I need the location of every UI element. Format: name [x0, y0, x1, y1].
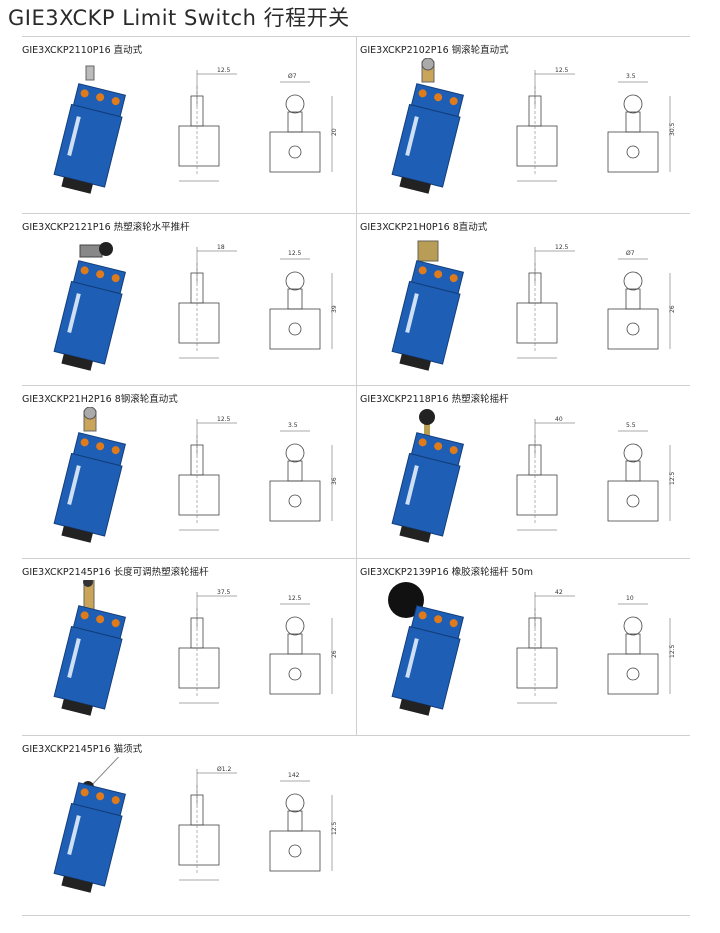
product-panel: GIE3XCKP2145P16 猫须式 Ø1.2 142 12.5 — [22, 737, 355, 902]
product-panel: GIE3XCKP2110P16 直动式 12.5 Ø7 20 — [22, 38, 355, 203]
svg-text:36: 36 — [331, 477, 338, 485]
svg-text:Ø1.2: Ø1.2 — [217, 766, 231, 773]
side-view-drawing: 12.5 — [157, 66, 247, 191]
front-view-drawing: 3.5 36 — [250, 415, 355, 540]
front-view-drawing: Ø7 20 — [250, 66, 355, 191]
limit-switch-photo — [28, 235, 150, 375]
svg-text:30.5: 30.5 — [669, 122, 676, 136]
front-view-drawing: Ø7 26 — [588, 243, 693, 368]
side-view-drawing: 37.5 — [157, 588, 247, 713]
product-panel: GIE3XCKP2139P16 橡胶滚轮摇杆 50m 42 10 12.5 — [360, 560, 693, 725]
svg-text:12.5: 12.5 — [217, 67, 231, 74]
product-model-label: GIE3XCKP2145P16 猫须式 — [22, 744, 143, 755]
svg-text:12.5: 12.5 — [288, 595, 302, 602]
side-view-drawing: Ø1.2 — [157, 765, 247, 890]
svg-text:12.5: 12.5 — [555, 67, 569, 74]
front-view-drawing: 3.5 30.5 — [588, 66, 693, 191]
product-panel: GIE3XCKP2145P16 长度可调热塑滚轮摇杆 37.5 12.5 26 — [22, 560, 355, 725]
svg-text:3.5: 3.5 — [626, 73, 636, 80]
column-divider — [356, 36, 357, 736]
front-view-drawing: 12.5 26 — [250, 588, 355, 713]
product-panel: GIE3XCKP2118P16 热塑滚轮摇杆 40 5.5 12.5 — [360, 387, 693, 552]
limit-switch-photo — [28, 406, 150, 547]
svg-text:12.5: 12.5 — [669, 471, 676, 485]
svg-text:12.5: 12.5 — [555, 244, 569, 251]
front-view-drawing: 5.5 12.5 — [588, 415, 693, 540]
front-view-drawing: 12.5 39 — [250, 243, 355, 368]
product-model-label: GIE3XCKP21H0P16 8直动式 — [360, 222, 488, 233]
svg-text:12.5: 12.5 — [217, 416, 231, 423]
svg-text:12.5: 12.5 — [288, 250, 302, 257]
product-panel: GIE3XCKP2121P16 热塑滚轮水平推杆 18 12.5 39 — [22, 215, 355, 380]
product-model-label: GIE3XCKP2118P16 热塑滚轮摇杆 — [360, 394, 509, 405]
limit-switch-photo — [28, 577, 150, 720]
svg-text:20: 20 — [331, 128, 338, 136]
svg-text:12.5: 12.5 — [331, 821, 338, 835]
divider — [22, 915, 690, 916]
svg-text:37.5: 37.5 — [217, 589, 231, 596]
side-view-drawing: 42 — [495, 588, 585, 713]
limit-switch-photo — [28, 746, 150, 897]
side-view-drawing: 12.5 — [495, 243, 585, 368]
side-view-drawing: 18 — [157, 243, 247, 368]
page-title: GIE3XCKP Limit Switch 行程开关 — [8, 6, 350, 30]
side-view-drawing: 12.5 — [495, 66, 585, 191]
limit-switch-photo — [366, 580, 488, 720]
svg-text:5.5: 5.5 — [626, 422, 636, 429]
svg-text:3.5: 3.5 — [288, 422, 298, 429]
product-model-label: GIE3XCKP2102P16 钢滚轮直动式 — [360, 45, 509, 56]
product-model-label: GIE3XCKP2145P16 长度可调热塑滚轮摇杆 — [22, 567, 209, 578]
svg-text:142: 142 — [288, 772, 300, 779]
limit-switch-photo — [366, 57, 488, 198]
product-model-label: GIE3XCKP2139P16 橡胶滚轮摇杆 50m — [360, 567, 533, 578]
svg-text:18: 18 — [217, 244, 225, 251]
svg-text:42: 42 — [555, 589, 563, 596]
svg-text:Ø7: Ø7 — [626, 250, 635, 257]
limit-switch-photo — [366, 235, 488, 375]
product-panel: GIE3XCKP21H0P16 8直动式 12.5 Ø7 26 — [360, 215, 693, 380]
front-view-drawing: 10 12.5 — [588, 588, 693, 713]
svg-text:10: 10 — [626, 595, 634, 602]
product-model-label: GIE3XCKP2110P16 直动式 — [22, 45, 143, 56]
product-model-label: GIE3XCKP2121P16 热塑滚轮水平推杆 — [22, 222, 190, 233]
svg-text:26: 26 — [331, 650, 338, 658]
svg-text:39: 39 — [331, 305, 338, 313]
svg-text:Ø7: Ø7 — [288, 73, 297, 80]
svg-text:40: 40 — [555, 416, 563, 423]
product-panel: GIE3XCKP2102P16 钢滚轮直动式 12.5 3.5 30.5 — [360, 38, 693, 203]
svg-text:12.5: 12.5 — [669, 644, 676, 658]
limit-switch-photo — [366, 407, 488, 547]
side-view-drawing: 40 — [495, 415, 585, 540]
front-view-drawing: 142 12.5 — [250, 765, 355, 890]
side-view-drawing: 12.5 — [157, 415, 247, 540]
svg-text:26: 26 — [669, 305, 676, 313]
product-panel: GIE3XCKP21H2P16 8钢滚轮直动式 12.5 3.5 36 — [22, 387, 355, 552]
limit-switch-photo — [28, 58, 150, 198]
product-model-label: GIE3XCKP21H2P16 8钢滚轮直动式 — [22, 394, 178, 405]
